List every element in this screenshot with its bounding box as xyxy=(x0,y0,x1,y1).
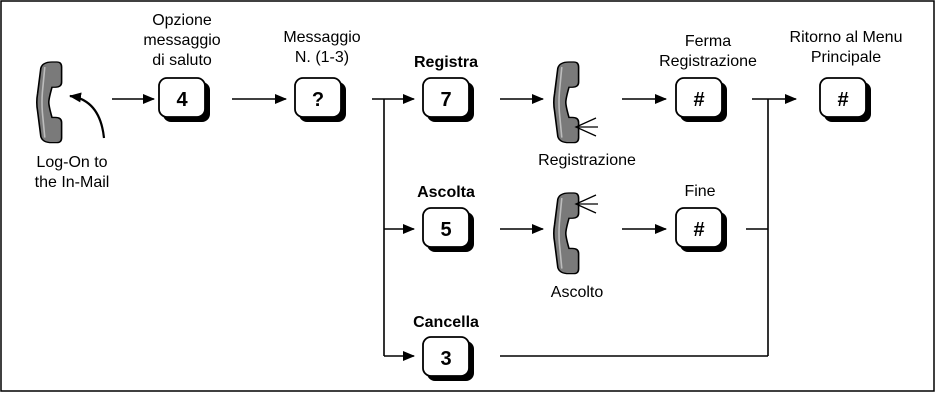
key-hash-end-label: # xyxy=(693,219,704,241)
delete-label: Cancella xyxy=(413,314,479,331)
key-question-button: ? xyxy=(294,77,346,122)
listening-handset-icon xyxy=(552,192,598,275)
main-menu-label-line1: Ritorno al Menu xyxy=(790,29,903,46)
listening-label: Ascolto xyxy=(551,284,604,301)
key-hash-stop-button: # xyxy=(675,77,727,122)
key-4-button: 4 xyxy=(158,77,210,122)
greeting-option-label-line2: messaggio xyxy=(143,32,220,49)
end-label: Fine xyxy=(684,183,715,200)
key-5-button: 5 xyxy=(422,207,474,252)
key-hash-end-button: # xyxy=(675,207,727,252)
key-7-label: 7 xyxy=(440,89,451,111)
main-menu-label-line2: Principale xyxy=(811,49,881,66)
logon-label-line1: Log-On to xyxy=(36,154,107,171)
key-hash-stop-label: # xyxy=(693,89,704,111)
key-hash-menu-label: # xyxy=(837,89,848,111)
phone-handset-icon xyxy=(35,61,63,144)
key-5-label: 5 xyxy=(440,219,451,241)
key-7-button: 7 xyxy=(422,77,474,122)
stop-record-label-line1: Ferma xyxy=(685,33,731,50)
logon-label-line2: the In-Mail xyxy=(35,174,110,191)
key-hash-menu-button: # xyxy=(819,77,871,122)
stop-record-label-line2: Registrazione xyxy=(659,53,757,70)
recording-handset-icon xyxy=(552,61,598,144)
key-3-label: 3 xyxy=(440,348,451,370)
recording-label: Registrazione xyxy=(538,152,636,169)
curved-arrow xyxy=(69,92,106,139)
listen-label: Ascolta xyxy=(417,184,475,201)
key-4-label: 4 xyxy=(176,89,188,111)
message-number-label-line2: N. (1-3) xyxy=(295,49,349,66)
greeting-option-label-line1: Opzione xyxy=(152,12,212,29)
key-3-button: 3 xyxy=(422,336,474,381)
message-number-label-line1: Messaggio xyxy=(283,29,360,46)
record-label: Registra xyxy=(414,54,478,71)
key-question-label: ? xyxy=(312,89,324,111)
greeting-option-label-line3: di saluto xyxy=(152,52,212,69)
